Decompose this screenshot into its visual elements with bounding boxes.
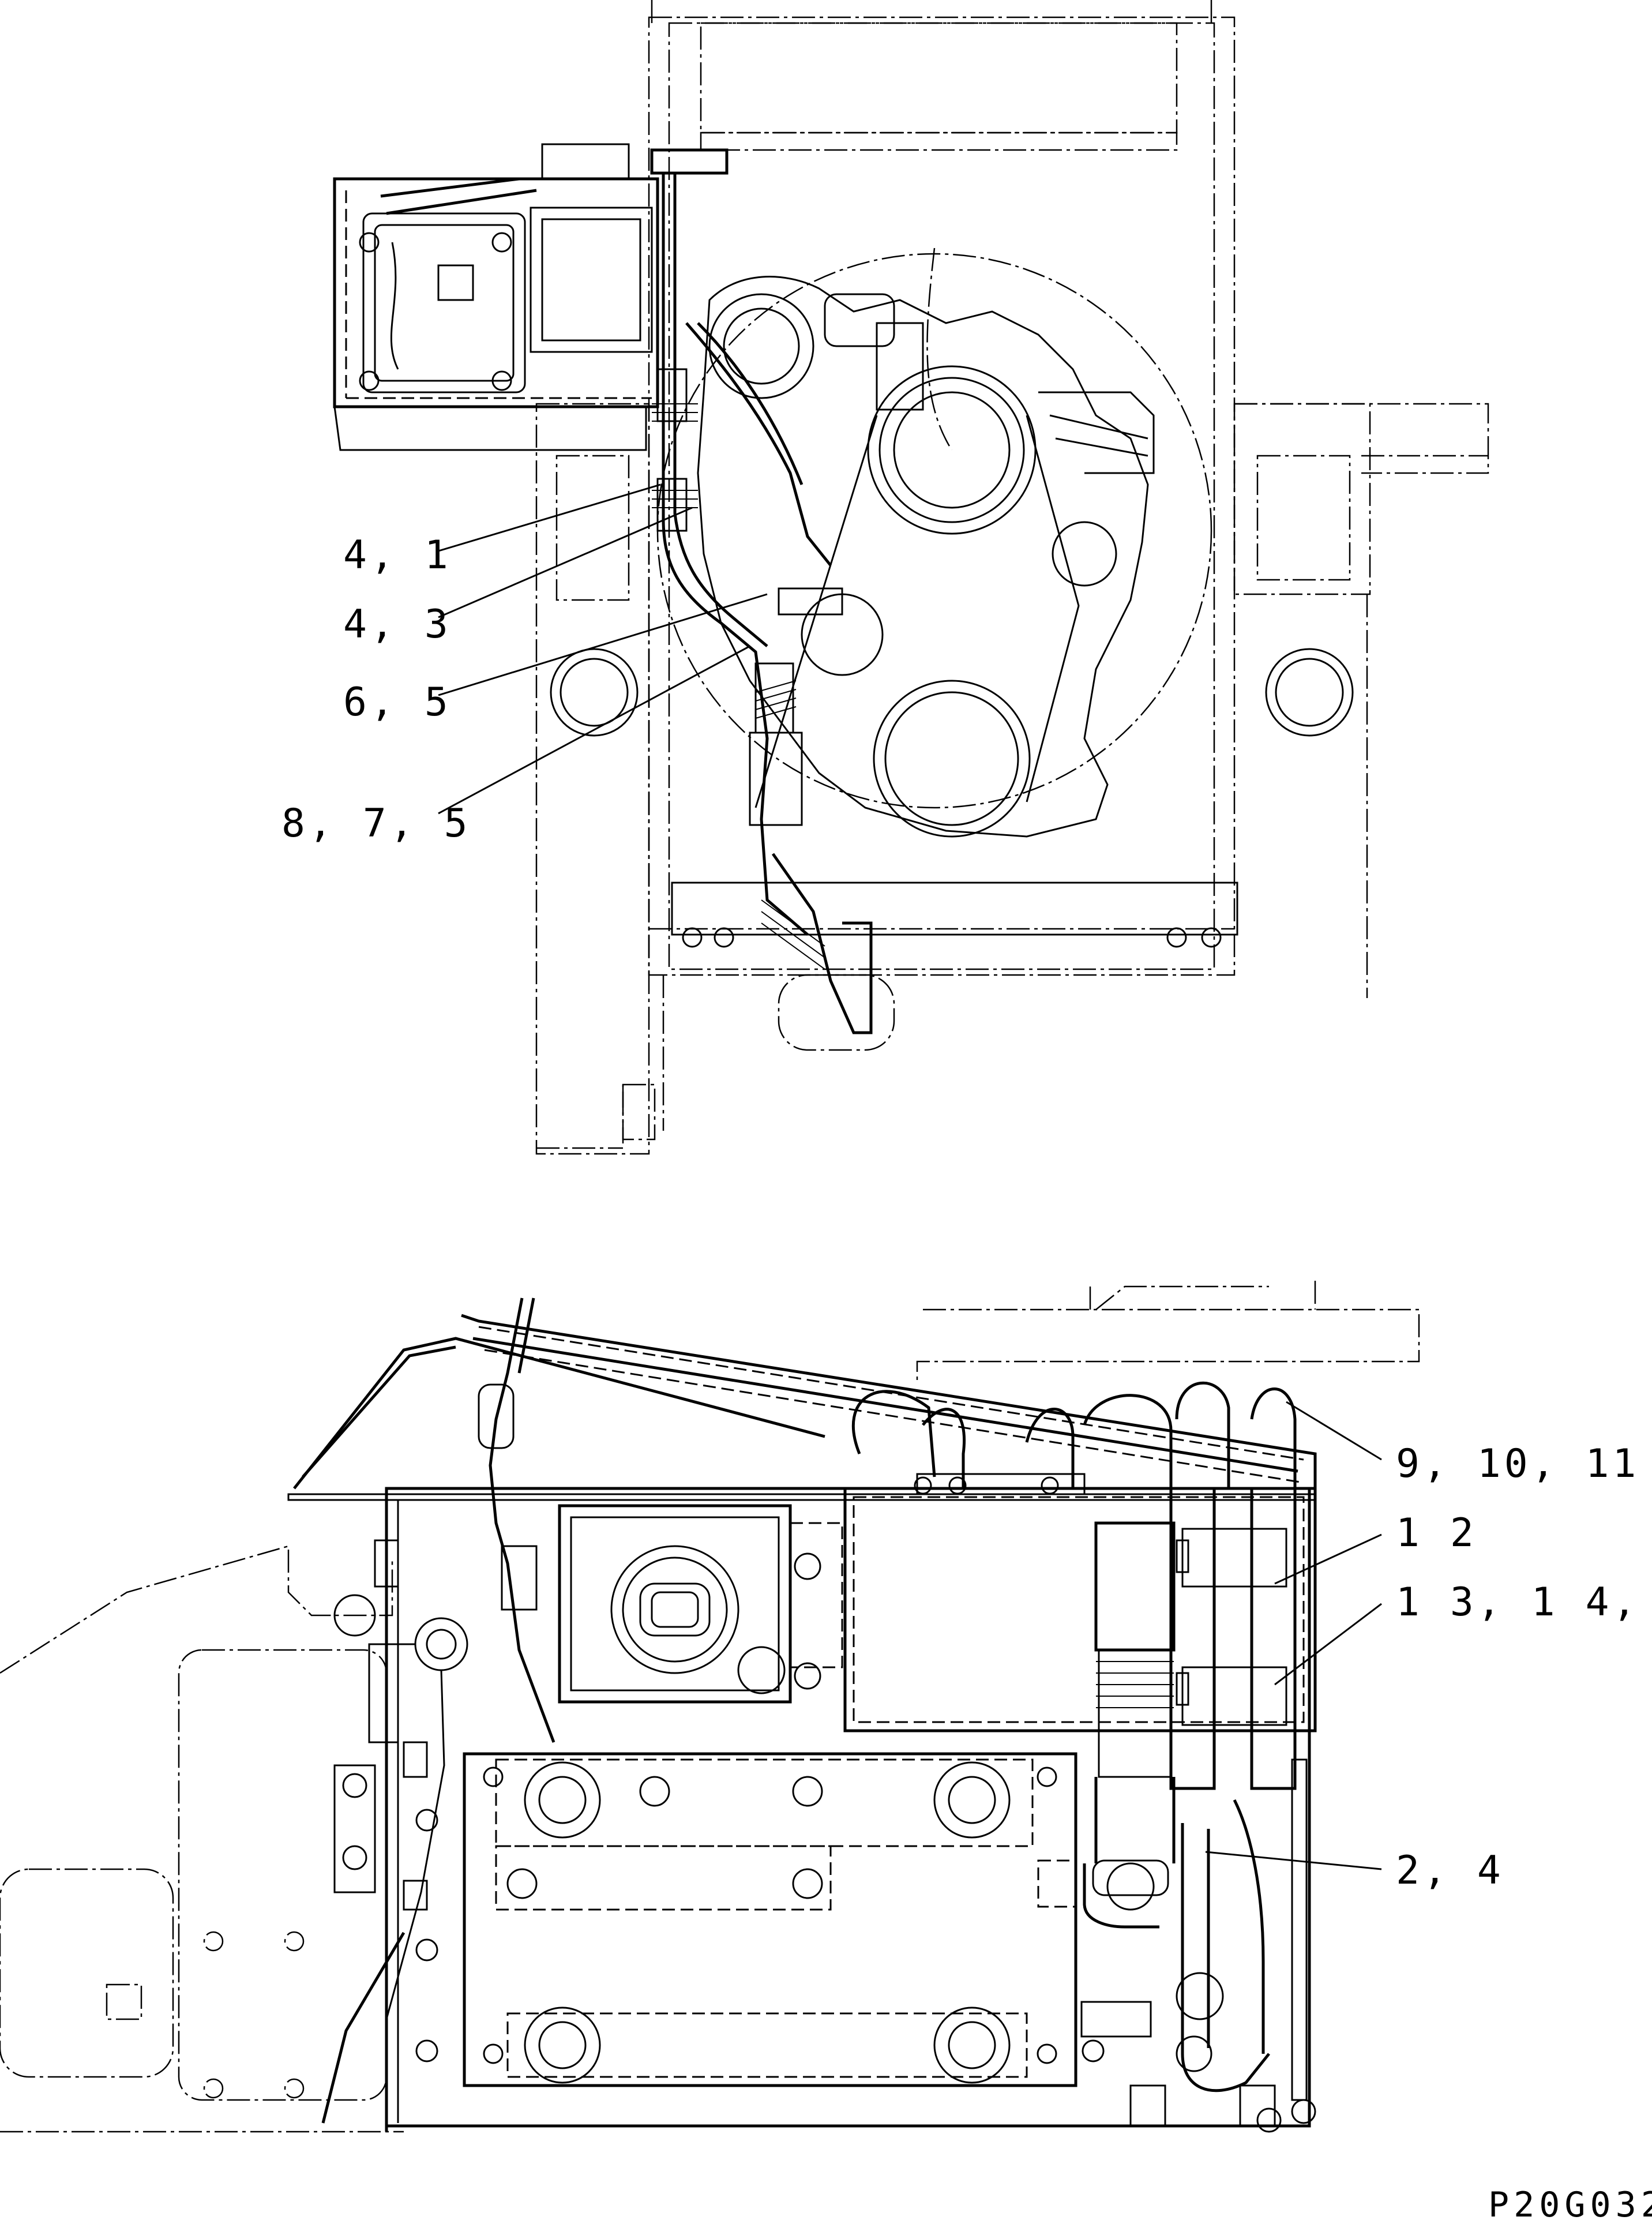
callout-8-7-5: 8, 7, 5 [281, 801, 471, 846]
left-cable [321, 1297, 555, 2124]
left-wheel-hub [550, 648, 639, 737]
top-view: 4, 1 4, 3 6, 5 8, 7, 5 [281, 0, 1489, 1155]
radiator-fan [656, 253, 1212, 809]
callout-4-3: 4, 3 [343, 602, 452, 647]
callout-2-4: 2, 4 [1396, 1848, 1504, 1893]
engine-block [697, 247, 1155, 838]
turbo-housing [708, 293, 814, 399]
callout-6-5: 6, 5 [343, 680, 452, 725]
filter-box [558, 1504, 843, 1704]
controller-box [333, 143, 729, 451]
callout-9-10-11: 9, 10, 11 [1396, 1441, 1639, 1487]
callout-13-14-15: 1 3, 1 4, 1 5 [1396, 1580, 1652, 1625]
battery-box [415, 1752, 1105, 2087]
drawing-code: P20G032 [1488, 2185, 1652, 2224]
right-wheel-hub [1265, 648, 1354, 737]
wiring-harness [652, 173, 1238, 1051]
engine-pulley-lower [873, 680, 1031, 838]
top-leader-lines [438, 483, 768, 815]
bottom-view: 9, 10, 11 1 2 1 3, 1 4, 1 5 2, 4 [0, 1281, 1652, 2133]
hose-assembly [851, 1381, 1316, 2133]
chassis-box [333, 1487, 1311, 2132]
callout-12: 1 2 [1396, 1510, 1477, 1556]
main-frame [535, 0, 1489, 1155]
callout-4-1: 4, 1 [343, 532, 452, 578]
tank-box [843, 1487, 1317, 1732]
bottom-leader-lines [1205, 1401, 1382, 1870]
bottom-phantom-frame [0, 1281, 1420, 2133]
